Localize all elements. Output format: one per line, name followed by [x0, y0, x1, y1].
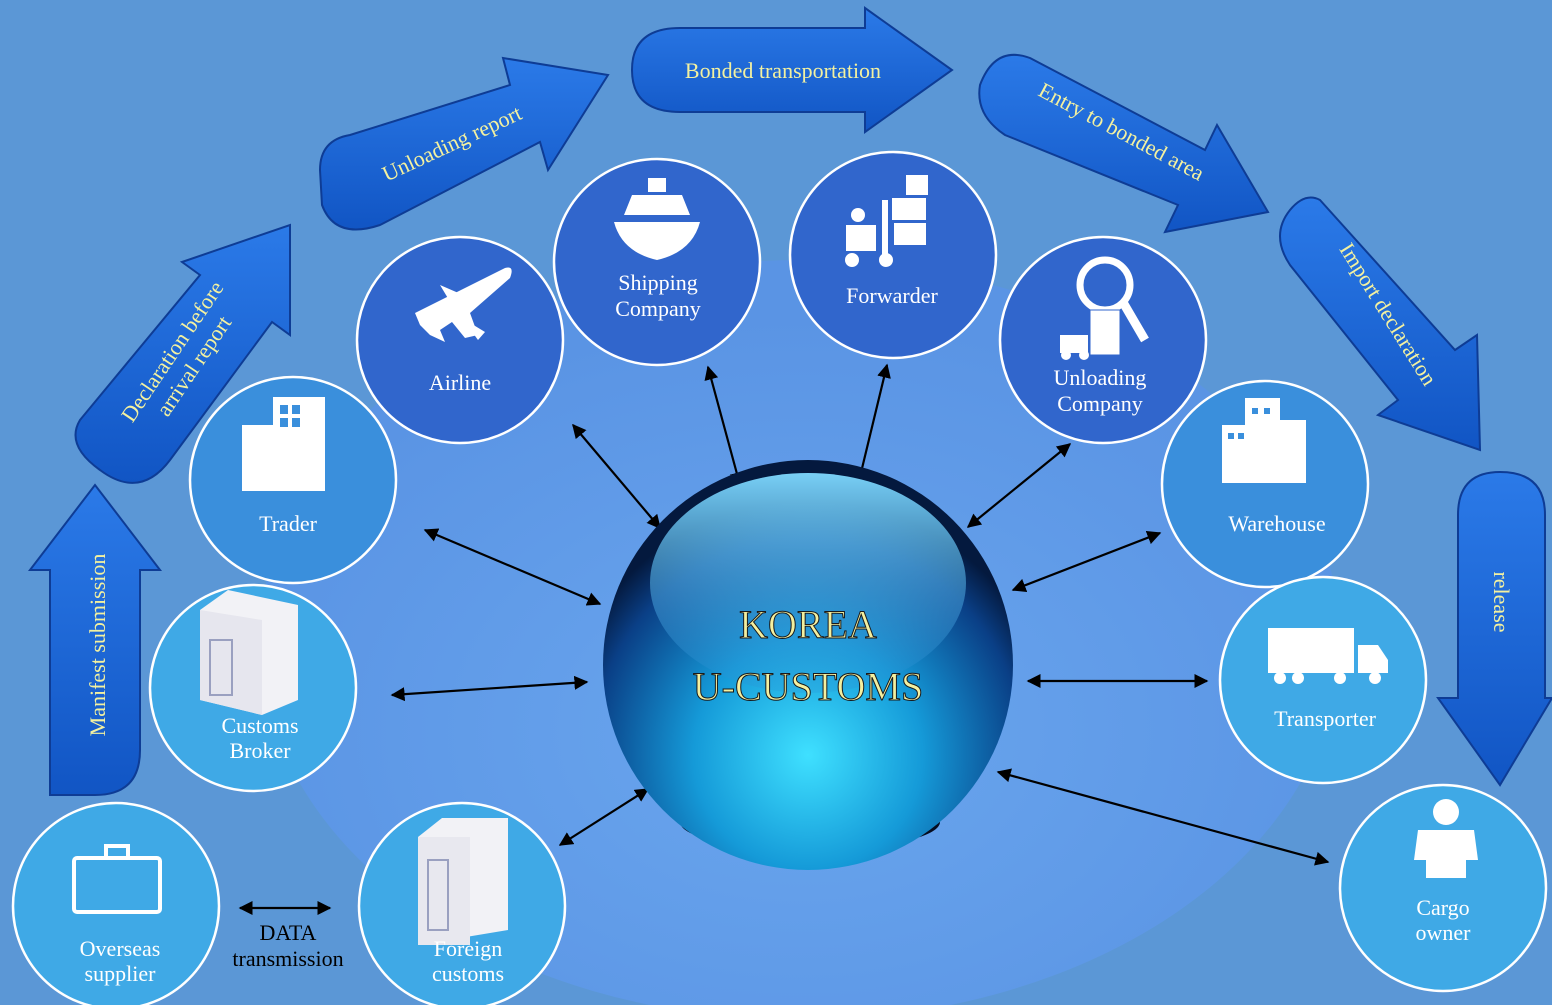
node-airline-label: Airline	[429, 370, 491, 395]
node-cargo-owner-line1: Cargo	[1416, 895, 1469, 920]
node-customs-broker-line2: Broker	[229, 738, 291, 763]
connector-foreign	[558, 788, 650, 846]
node-unloading-company-line1: Unloading	[1054, 365, 1147, 390]
step-arrow-manifest: Manifest submission	[27, 483, 163, 796]
connector-airline	[572, 423, 661, 530]
airplane-icon	[415, 267, 512, 342]
step-arrow-bonded: Bonded transportation	[630, 6, 954, 134]
node-warehouse-label: Warehouse	[1228, 511, 1325, 536]
node-forwarder[interactable]: Forwarder	[788, 150, 998, 360]
step-label-manifest: Manifest submission	[85, 554, 110, 737]
node-unloading-company[interactable]: Unloading Company	[998, 235, 1208, 445]
node-trader[interactable]: Trader	[188, 375, 398, 585]
data-link-label-1: DATA	[260, 920, 317, 945]
node-forwarder-label: Forwarder	[846, 283, 938, 308]
node-transporter[interactable]: Transporter	[1218, 575, 1428, 785]
node-customs-broker-line1: Customs	[221, 713, 298, 738]
connector-broker	[390, 675, 589, 702]
node-overseas-supplier-line1: Overseas	[80, 936, 161, 961]
buildings-icon	[1222, 398, 1306, 483]
hub-title-line2: U-CUSTOMS	[693, 664, 923, 709]
hub-title-line1: KOREA	[739, 602, 877, 647]
step-label-release: release	[1489, 571, 1514, 632]
step-label-bonded: Bonded transportation	[685, 58, 881, 83]
data-link-label-2: transmission	[232, 946, 343, 971]
node-overseas-supplier[interactable]: Overseas supplier	[11, 801, 221, 1005]
step-arrow-entry: Entry to bonded area	[978, 53, 1270, 234]
warehouse-box-icon	[200, 590, 298, 715]
node-airline[interactable]: Airline	[355, 235, 565, 445]
forklift-icon	[845, 175, 928, 267]
node-cargo-owner[interactable]: Cargo owner	[1338, 783, 1548, 993]
building-icon	[242, 397, 325, 491]
connector-warehouse	[1011, 531, 1162, 592]
node-foreign-customs[interactable]: Foreign customs	[357, 801, 567, 1005]
node-foreign-customs-line2: customs	[432, 961, 504, 986]
node-cargo-owner-line2: owner	[1416, 920, 1472, 945]
connector-unloading	[966, 443, 1072, 528]
connectors	[238, 363, 1330, 915]
truck-icon	[1268, 628, 1388, 684]
node-shipping-company[interactable]: Shipping Company	[552, 157, 762, 367]
node-shipping-company-line2: Company	[615, 296, 701, 321]
node-transporter-label: Transporter	[1274, 706, 1377, 731]
node-shipping-company-line1: Shipping	[618, 270, 697, 295]
node-customs-broker[interactable]: Customs Broker	[148, 583, 358, 793]
step-arrow-release: release	[1436, 470, 1552, 787]
node-warehouse[interactable]: Warehouse	[1160, 379, 1370, 589]
node-trader-label: Trader	[259, 511, 318, 536]
node-foreign-customs-line1: Foreign	[434, 936, 502, 961]
warehouse-box-icon	[418, 818, 508, 945]
node-unloading-company-line2: Company	[1057, 391, 1143, 416]
ship-icon	[614, 178, 700, 260]
node-overseas-supplier-line2: supplier	[85, 961, 157, 986]
briefcase-icon	[72, 844, 162, 914]
connector-cargo	[996, 768, 1330, 866]
connector-forwarder	[854, 363, 891, 487]
hub-orb: KOREA U-CUSTOMS	[603, 460, 1013, 870]
step-arrow-unloading: Unloading report	[318, 56, 610, 231]
connector-shipping	[704, 365, 744, 487]
magnifier-cargo-icon	[1060, 256, 1149, 360]
person-icon	[1414, 799, 1478, 878]
connector-trader	[423, 528, 602, 606]
